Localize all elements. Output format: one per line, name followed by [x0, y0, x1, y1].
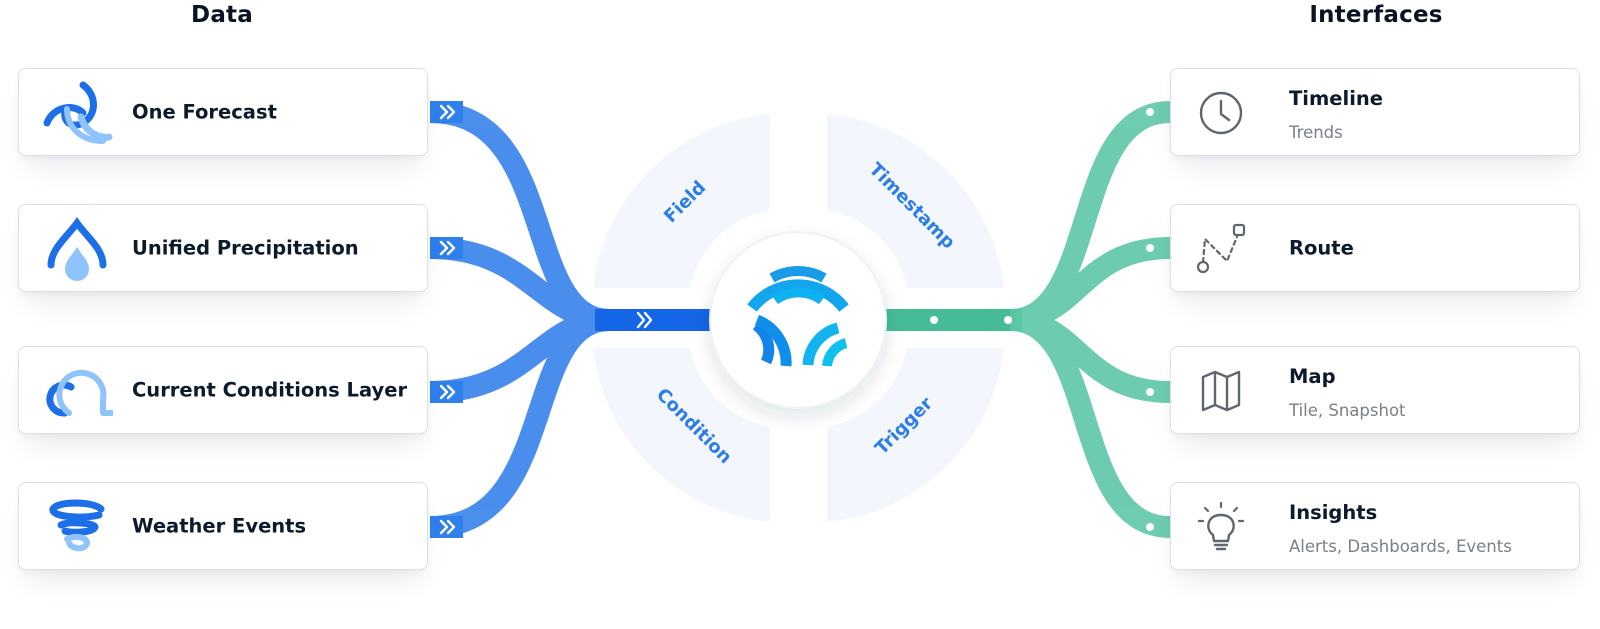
- route-icon: [1196, 223, 1246, 274]
- chevron-icon: [430, 516, 463, 538]
- segment-condition: [593, 348, 770, 522]
- brand-logo-icon: [747, 266, 849, 367]
- interface-stream-3: [1008, 309, 1171, 538]
- segment-trigger: [827, 348, 1004, 522]
- interface-card-insights[interactable]: Insights Alerts, Dashboards, Events: [1170, 482, 1580, 570]
- hub-circle: [709, 231, 887, 409]
- tornado-icon: [49, 499, 105, 552]
- data-card-label: Current Conditions Layer: [132, 378, 408, 402]
- interface-stream-1: [1009, 237, 1171, 331]
- data-card-unified-precipitation[interactable]: Unified Precipitation: [18, 204, 428, 292]
- data-chevrons: [430, 101, 653, 538]
- interface-card-timeline[interactable]: Timeline Trends: [1170, 68, 1580, 156]
- segment-field: [593, 114, 770, 288]
- lightbulb-icon: [1197, 501, 1245, 551]
- connector-dot: [1146, 523, 1154, 531]
- connector-dot: [1146, 244, 1154, 252]
- hub-segments: [593, 114, 1004, 522]
- data-card-one-forecast[interactable]: One Forecast: [18, 68, 428, 156]
- map-icon: [1201, 370, 1241, 412]
- data-card-label: One Forecast: [132, 100, 277, 124]
- data-card-label: Unified Precipitation: [132, 236, 359, 260]
- data-stream-3: [429, 309, 611, 538]
- data-card-weather-events[interactable]: Weather Events: [18, 482, 428, 570]
- connector-dot: [1146, 108, 1154, 116]
- clock-icon: [1199, 91, 1243, 135]
- interface-card-map[interactable]: Map Tile, Snapshot: [1170, 346, 1580, 434]
- interface-card-subtitle: Trends: [1289, 123, 1343, 142]
- interface-card-subtitle: Alerts, Dashboards, Events: [1289, 537, 1512, 556]
- interface-card-label: Map: [1289, 365, 1336, 388]
- forecast-swirl-icon: [43, 81, 113, 144]
- interface-card-label: Insights: [1289, 501, 1378, 524]
- cloud-icon: [46, 369, 113, 417]
- interface-card-subtitle: Tile, Snapshot: [1289, 401, 1406, 420]
- interface-card-route[interactable]: Route: [1170, 204, 1580, 292]
- connector-dot: [1146, 388, 1154, 396]
- interface-streams: [1008, 101, 1171, 538]
- data-column-title: Data: [191, 2, 253, 28]
- data-card-current-conditions[interactable]: Current Conditions Layer: [18, 346, 428, 434]
- interface-card-label: Route: [1289, 236, 1354, 260]
- interfaces-column-title: Interfaces: [1309, 2, 1443, 28]
- chevron-icon: [430, 381, 463, 403]
- chevron-icon: [430, 101, 463, 123]
- connector-dot: [1004, 316, 1012, 324]
- chevron-icon: [430, 237, 463, 259]
- droplet-icon: [47, 216, 107, 281]
- merged-data-stream: [595, 309, 715, 331]
- chevron-icon: [636, 311, 653, 329]
- data-card-label: Weather Events: [132, 514, 307, 538]
- segment-timestamp: [827, 114, 1004, 288]
- connector-dot: [930, 316, 938, 324]
- merged-interface-stream: [882, 309, 1022, 331]
- interface-dots: [930, 108, 1154, 531]
- data-streams: [429, 101, 612, 538]
- interface-card-label: Timeline: [1289, 87, 1384, 110]
